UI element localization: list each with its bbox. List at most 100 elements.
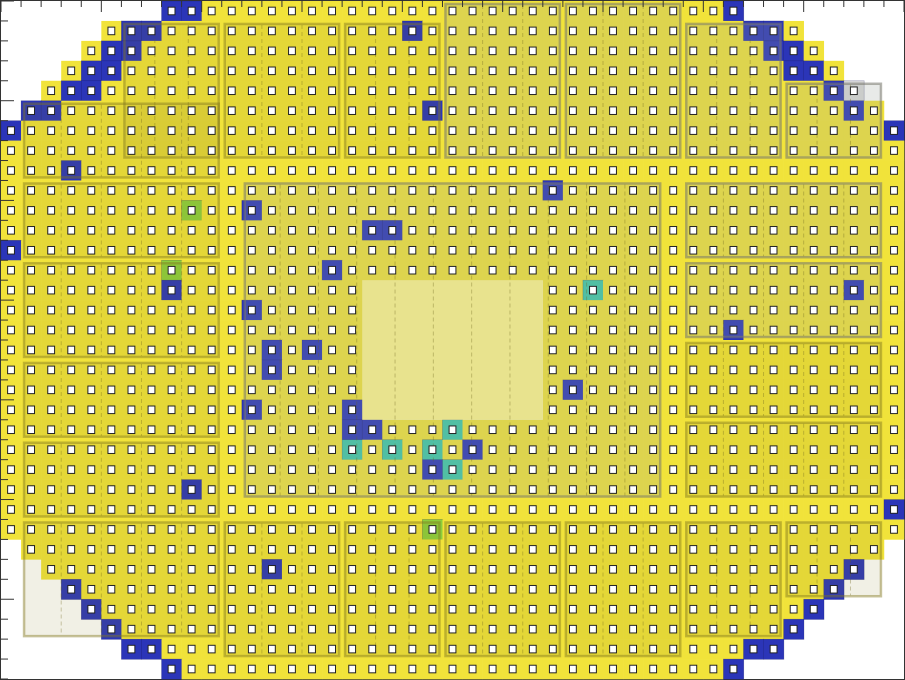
pad-marker	[207, 86, 216, 96]
pad-marker	[829, 206, 838, 215]
pad-marker	[548, 405, 557, 415]
pad-marker	[829, 445, 838, 454]
pad-marker	[548, 146, 557, 155]
pad-marker	[87, 584, 96, 594]
pad-marker	[528, 505, 537, 514]
pad-marker	[649, 26, 658, 36]
pad-marker	[689, 465, 698, 474]
pad-marker	[147, 465, 156, 474]
pad-marker	[127, 305, 136, 315]
pad-marker	[829, 465, 838, 474]
pad-marker	[649, 146, 658, 155]
pad-marker	[147, 86, 156, 96]
pad-marker	[47, 226, 56, 235]
pad-marker	[308, 385, 316, 395]
pad-marker	[568, 584, 577, 594]
pad-marker	[227, 345, 236, 355]
pad-marker	[769, 66, 778, 76]
pad-marker	[207, 545, 216, 554]
pad-marker	[107, 425, 116, 435]
pad-marker	[247, 465, 256, 474]
pad-marker	[809, 226, 818, 235]
pad-marker	[749, 46, 758, 56]
pad-marker	[127, 604, 136, 614]
pad-marker	[7, 385, 15, 395]
pad-marker	[869, 106, 878, 115]
pad-marker	[629, 545, 638, 554]
pad-marker	[167, 46, 176, 56]
pad-marker	[528, 26, 537, 36]
pad-marker	[147, 644, 156, 654]
pad-marker	[247, 325, 256, 335]
pad-marker	[849, 285, 858, 295]
pad-marker	[167, 664, 176, 674]
pad-marker	[669, 46, 678, 56]
pad-marker	[428, 206, 437, 215]
pad-marker	[27, 525, 36, 534]
pad-marker	[267, 624, 276, 634]
pad-marker	[388, 6, 397, 16]
pad-marker	[789, 26, 798, 36]
pad-marker	[448, 245, 457, 255]
pad-marker	[829, 385, 838, 395]
pad-marker	[669, 285, 678, 295]
pad-marker	[388, 624, 397, 634]
pad-marker	[568, 465, 577, 474]
pad-marker	[629, 445, 638, 454]
pad-marker	[609, 46, 617, 56]
pad-marker	[589, 465, 597, 474]
pad-marker	[789, 425, 798, 435]
pad-marker	[669, 584, 678, 594]
pad-marker	[709, 86, 718, 96]
pad-marker	[488, 226, 497, 235]
pad-marker	[508, 186, 517, 195]
pad-marker	[649, 6, 658, 16]
pad-marker	[789, 66, 798, 76]
pad-marker	[227, 584, 236, 594]
pad-marker	[809, 385, 818, 395]
pad-marker	[308, 565, 316, 574]
pad-marker	[709, 325, 718, 335]
pad-marker	[27, 405, 36, 415]
pad-marker	[267, 445, 276, 454]
pad-marker	[27, 285, 36, 295]
pad-marker	[609, 6, 617, 16]
pad-marker	[609, 265, 617, 275]
pad-marker	[87, 525, 96, 534]
pad-marker	[448, 26, 457, 36]
pad-marker	[508, 525, 517, 534]
pad-marker	[809, 166, 818, 175]
pad-marker	[408, 226, 417, 235]
pad-marker	[568, 245, 577, 255]
pad-marker	[247, 206, 256, 215]
pad-marker	[869, 226, 878, 235]
pad-marker	[87, 365, 96, 375]
pad-marker	[107, 166, 116, 175]
pad-marker	[308, 146, 316, 155]
pad-marker	[67, 365, 76, 375]
pad-marker	[689, 425, 698, 435]
pad-marker	[829, 325, 838, 335]
module-outline	[22, 441, 220, 518]
pad-marker	[127, 445, 136, 454]
pad-marker	[147, 565, 156, 574]
pad-marker	[448, 146, 457, 155]
pad-marker	[247, 226, 256, 235]
pad-marker	[589, 166, 597, 175]
pad-marker	[669, 6, 678, 16]
pad-marker	[749, 565, 758, 574]
pad-marker	[107, 126, 116, 135]
pad-marker	[589, 584, 597, 594]
pad-marker	[247, 644, 256, 654]
pad-marker	[368, 166, 377, 175]
pad-marker	[488, 206, 497, 215]
pad-marker	[87, 405, 96, 415]
pad-marker	[207, 365, 216, 375]
pad-marker	[468, 186, 477, 195]
pad-marker	[107, 405, 116, 415]
pad-marker	[869, 345, 878, 355]
pad-marker	[869, 265, 878, 275]
pad-marker	[769, 285, 778, 295]
pad-marker	[890, 325, 898, 335]
pad-marker	[508, 624, 517, 634]
